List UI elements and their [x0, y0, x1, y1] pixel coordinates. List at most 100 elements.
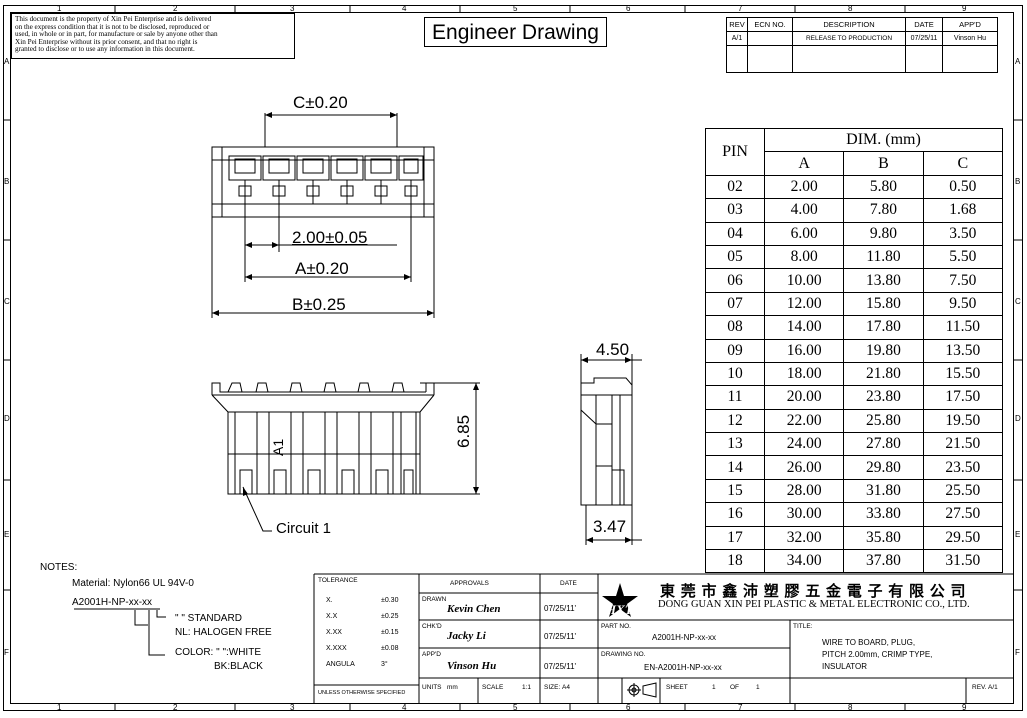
dimension-cell: 0.50 [922, 174, 1004, 200]
row-mark: B [4, 177, 10, 186]
dimension-cell: 10.00 [763, 268, 845, 293]
part-no-value: A2001H-NP-xx-xx [652, 633, 717, 642]
tolerance-value: 3° [381, 661, 388, 668]
dimension-depth-top: 4.50 [596, 340, 630, 359]
sheet-of: OF [730, 684, 740, 691]
row-mark: C [4, 297, 10, 306]
pin-count-cell: 14 [705, 455, 765, 480]
title-block-grid [313, 573, 1013, 703]
dimension-cell: 27.80 [843, 432, 924, 457]
dimension-cell: 8.00 [763, 244, 845, 270]
pin-count-cell: 13 [705, 432, 765, 457]
disclaimer-line: used, in whole or in part, for manufactu… [15, 30, 218, 39]
dimension-cell: 5.50 [922, 244, 1004, 270]
tolerance-footer: UNLESS OTHERWISE SPECIFIED [318, 690, 406, 696]
part-no-label: PART NO. [601, 623, 631, 630]
disclaimer-line: on the express condition that it is not … [15, 22, 210, 31]
pin-count-cell: 05 [705, 244, 765, 270]
dimension-depth-bottom: 3.47 [593, 517, 627, 536]
dimension-cell: 3.50 [922, 221, 1004, 246]
pin-count-cell: 06 [705, 268, 765, 293]
dimension-cell: 7.80 [843, 198, 924, 223]
outer-border [3, 5, 1023, 711]
row-mark: A [4, 57, 10, 66]
dimension-cell: 25.50 [922, 478, 1004, 504]
pin-count-cell: 02 [705, 174, 765, 200]
dimension-cell: 16.00 [763, 338, 845, 363]
col-mark: 1 [57, 703, 62, 712]
dimension-cell: 4.00 [763, 198, 845, 223]
pin-count-cell: 12 [705, 408, 765, 434]
notes-heading: NOTES: [40, 562, 78, 573]
scale-label: SCALE [482, 684, 504, 691]
drawn-label: DRAWN [422, 596, 447, 603]
dimension-cell: 29.80 [843, 455, 924, 480]
dimension-cell: 29.50 [922, 525, 1004, 551]
tolerance-label: X.XX [326, 629, 342, 636]
drawing-title: Engineer Drawing [424, 17, 607, 47]
dimension-cell: 5.80 [843, 174, 924, 200]
tolerance-heading: TOLERANCE [318, 577, 358, 584]
col-mark: 2 [173, 4, 178, 13]
row-mark: C [1015, 297, 1021, 306]
rev-header: DESCRIPTION [792, 17, 906, 32]
tolerance-value: ±0.30 [381, 597, 399, 604]
note-part-code: A2001H-NP-xx-xx [72, 597, 153, 608]
pin-count-cell: 10 [705, 361, 765, 387]
dimension-cell: 33.80 [843, 502, 924, 527]
appd-signature: Vinson Hu [447, 660, 497, 672]
rev-box: REV. A/1 [972, 684, 998, 691]
col-mark: 9 [962, 4, 967, 13]
rev-cell: 07/25/11 [905, 31, 943, 46]
top-view-cavities [228, 155, 424, 204]
drawn-date: 07/25/11' [544, 604, 577, 613]
top-view [211, 113, 435, 318]
col-mark: 6 [626, 703, 631, 712]
row-mark: F [1015, 648, 1020, 657]
tolerance-label: X.XXX [326, 645, 347, 652]
dimension-cell: 35.80 [843, 525, 924, 551]
pin-header: PIN [705, 128, 765, 176]
note-color: COLOR: " ":WHITE [175, 647, 261, 658]
ownership-disclaimer: This document is the property of Xin Pei… [11, 13, 295, 59]
dimension-cell: 15.50 [922, 361, 1004, 387]
revision-table: REV ECN NO. DESCRIPTION DATE APP'D A/1 R… [726, 17, 998, 73]
row-mark: D [1015, 414, 1021, 423]
row-mark: B [1015, 177, 1021, 186]
company-logo: HXT [606, 602, 633, 617]
dimension-cell: 31.80 [843, 478, 924, 504]
row-mark: E [4, 530, 10, 539]
dimension-cell: 19.80 [843, 338, 924, 363]
pin-count-cell: 07 [705, 291, 765, 317]
sheet-value: 1 [712, 684, 716, 691]
approvals-heading: APPROVALS [450, 580, 489, 587]
note-material: Material: Nylon66 UL 94V-0 [72, 578, 194, 589]
note-leaders [74, 608, 166, 656]
dimension-cell: 2.00 [763, 174, 845, 200]
dimension-b: B±0.25 [292, 295, 346, 314]
pin-count-cell: 16 [705, 502, 765, 527]
pin-count-cell: 15 [705, 478, 765, 504]
pin-count-cell: 18 [705, 549, 765, 574]
col-mark: 9 [962, 703, 967, 712]
dimension-cell: 17.50 [922, 385, 1004, 410]
note-standard: " " STANDARD [175, 613, 242, 624]
note-halogen: NL: HALOGEN FREE [175, 627, 272, 638]
col-header-a: A [763, 151, 845, 176]
dimension-cell: 7.50 [922, 268, 1004, 293]
drawn-signature: Kevin Chen [447, 603, 501, 615]
title-line: PITCH 2.00mm, CRIMP TYPE, [822, 650, 933, 659]
date-heading: DATE [560, 580, 577, 587]
col-mark: 2 [173, 703, 178, 712]
side-view [580, 354, 642, 545]
